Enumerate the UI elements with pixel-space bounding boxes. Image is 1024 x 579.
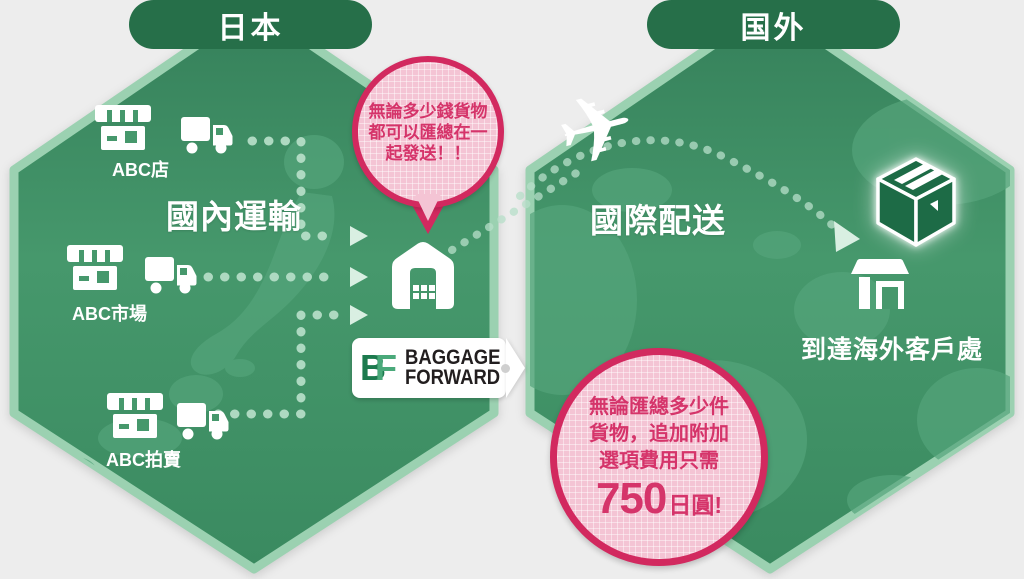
store-label-1: ABC店 <box>112 160 169 180</box>
promo-line-1: 無論匯總多少件 <box>589 395 729 418</box>
destination-label: 到達海外客戶處 <box>801 336 984 364</box>
route-plane-to-box <box>516 136 842 235</box>
badge-overseas: 国外 <box>647 0 900 49</box>
baggage-forward-logo: B F BAGGAGE FORWARD <box>352 338 506 398</box>
bubble-note: 無論多少錢貨物 都可以匯總在一 起發送！！ <box>352 56 504 208</box>
price-suffix: 日圓! <box>668 491 723 518</box>
badge-japan: 日本 <box>129 0 372 49</box>
route-warehouse-to-plane <box>448 168 582 254</box>
store-label-3: ABC拍賣 <box>106 450 181 470</box>
bubble-line-3: 起發送！！ <box>385 143 471 163</box>
logo-line-2: FORWARD <box>405 366 501 389</box>
overseas-shop-icon <box>851 259 909 309</box>
arrow-into-warehouse-3 <box>350 305 368 325</box>
store-label-2: ABC市場 <box>72 304 147 324</box>
store-icon-1 <box>95 105 151 150</box>
arrow-into-box <box>834 221 860 252</box>
international-delivery-label: 國際配送 <box>590 202 726 239</box>
arrow-into-warehouse-2 <box>350 267 368 287</box>
badge-overseas-label: 国外 <box>740 11 807 45</box>
route-store1-to-warehouse <box>247 136 343 241</box>
package-box-icon <box>876 157 956 247</box>
promo-circle: 無論匯總多少件 貨物，追加附加 選項費用只需 750 日圓! <box>550 348 768 566</box>
warehouse-icon <box>392 242 454 309</box>
promo-line-2: 貨物，追加附加 <box>589 422 729 445</box>
bf-monogram-icon: B F <box>360 347 397 388</box>
route-store3-to-warehouse <box>213 310 343 419</box>
promo-line-3: 選項費用只需 <box>599 449 719 472</box>
badge-japan-label: 日本 <box>217 11 284 45</box>
bubble-line-2: 都可以匯總在一 <box>368 122 488 142</box>
domestic-transport-label: 國內運輸 <box>166 198 302 235</box>
price-value: 750 <box>595 473 667 523</box>
truck-icon-3 <box>177 403 229 440</box>
arrow-into-warehouse-1 <box>350 226 368 246</box>
store-icon-2 <box>67 245 123 290</box>
truck-icon-1 <box>181 117 233 154</box>
tag-pointer <box>506 338 525 398</box>
promo-price: 750 日圓! <box>595 473 723 523</box>
logo-line-1: BAGGAGE <box>405 346 501 369</box>
logo-text: BAGGAGE FORWARD <box>405 346 501 389</box>
truck-icon-2 <box>145 257 197 294</box>
tag-hole <box>501 364 510 373</box>
bubble-line-1: 無論多少錢貨物 <box>368 101 488 121</box>
store-icon-3 <box>107 393 163 438</box>
